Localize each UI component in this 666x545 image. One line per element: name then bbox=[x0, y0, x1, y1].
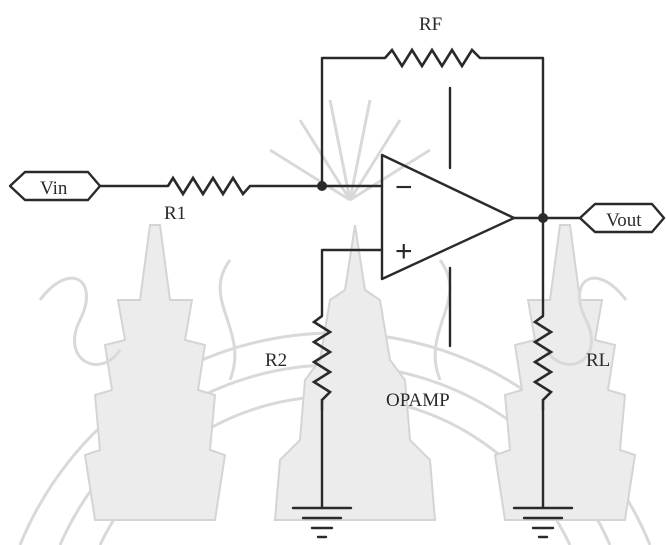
resistor-rf bbox=[384, 47, 481, 69]
vout-label: Vout bbox=[606, 210, 642, 231]
watermark-emblem bbox=[18, 99, 652, 545]
r2-label: R2 bbox=[265, 350, 287, 371]
vin-label: Vin bbox=[40, 178, 68, 199]
opamp-minus-sign: − bbox=[395, 171, 413, 204]
resistor-r2 bbox=[311, 314, 333, 410]
wire-feedback-left bbox=[320, 56, 387, 188]
rl-label: RL bbox=[586, 350, 610, 371]
resistor-rl bbox=[532, 314, 554, 410]
resistor-r1 bbox=[166, 175, 258, 197]
r1-label: R1 bbox=[164, 203, 186, 224]
opamp-plus-sign: + bbox=[395, 235, 413, 268]
wire-feedback-right bbox=[478, 56, 545, 220]
vout-port: Vout bbox=[578, 202, 666, 234]
wire-noninverting bbox=[320, 248, 384, 318]
vin-port: Vin bbox=[8, 170, 102, 202]
opamp-label: OPAMP bbox=[386, 390, 450, 411]
ground-icon bbox=[512, 506, 574, 539]
opamp-triangle bbox=[380, 153, 516, 281]
ground-icon bbox=[291, 506, 353, 539]
rf-label: RF bbox=[419, 14, 442, 35]
